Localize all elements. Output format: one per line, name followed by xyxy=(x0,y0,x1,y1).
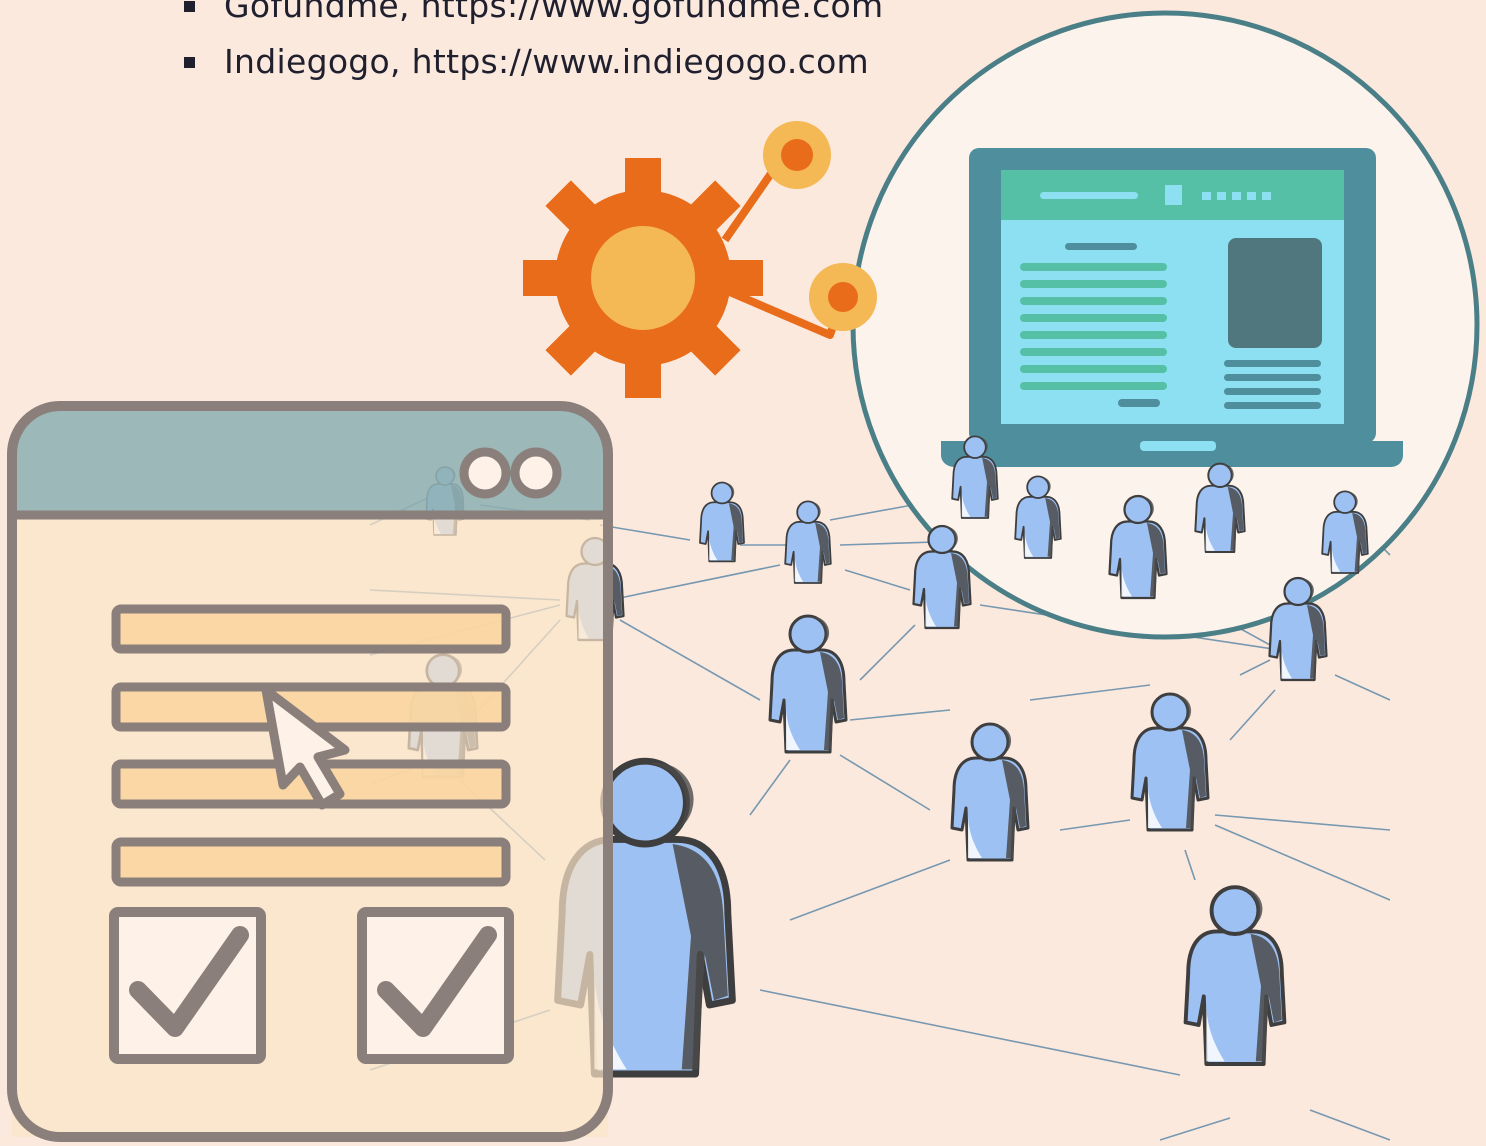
link-gofundme[interactable]: Gofundme, https://www.gofundme.com xyxy=(224,0,884,25)
person-icon xyxy=(1183,885,1287,1066)
link-indiegogo[interactable]: Indiegogo, https://www.indiegogo.com xyxy=(224,42,870,81)
bullet-icon xyxy=(184,1,195,12)
person-icon xyxy=(950,722,1030,862)
person-icon xyxy=(784,500,832,584)
checkmark-icon xyxy=(129,926,249,1037)
person-icon xyxy=(1130,692,1210,832)
browser-form-icon xyxy=(7,401,613,1142)
checkmark-icon xyxy=(377,926,497,1037)
window-dot-icon xyxy=(459,447,511,499)
gear-icon xyxy=(523,121,877,398)
bullet-icon xyxy=(184,57,195,68)
cursor-arrow-icon xyxy=(261,685,350,810)
form-field xyxy=(111,604,511,654)
list-item-gofundme: Gofundme, https://www.gofundme.com xyxy=(180,0,883,34)
link-list: Gofundme, https://www.gofundme.com Indie… xyxy=(180,0,883,90)
laptop-icon xyxy=(941,148,1403,467)
person-icon xyxy=(768,614,848,754)
person-icon xyxy=(699,481,745,563)
window-dot-icon xyxy=(510,447,562,499)
list-item-indiegogo: Indiegogo, https://www.indiegogo.com xyxy=(180,34,883,90)
form-field xyxy=(111,837,511,887)
